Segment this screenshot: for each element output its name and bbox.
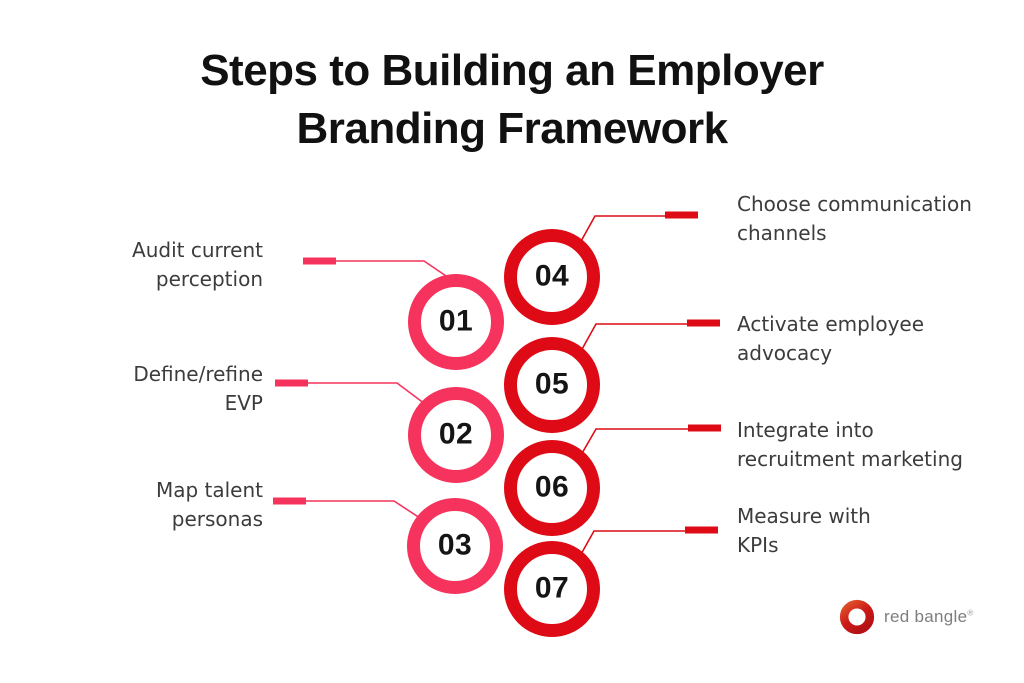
step-07-number: 07 (534, 571, 570, 605)
connector-step-02 (275, 379, 430, 408)
step-01-circle (408, 274, 504, 370)
label-line: KPIs (737, 533, 779, 557)
step-07-label: Measure with KPIs (737, 502, 871, 560)
step-07-circle (504, 541, 600, 637)
label-line: perception (155, 267, 263, 291)
label-line: EVP (224, 391, 263, 415)
label-line: Choose communication (737, 192, 972, 216)
title-line-1: Steps to Building an Employer (200, 46, 824, 95)
label-line: Integrate into (737, 418, 874, 442)
step-02-label: Define/refine EVP (133, 360, 263, 418)
label-line: personas (171, 507, 263, 531)
step-02-number: 02 (438, 417, 474, 451)
title-line-2: Branding Framework (296, 104, 728, 153)
label-line: Measure with (737, 504, 871, 528)
registered-mark: ® (967, 608, 974, 618)
label-line: recruitment marketing (737, 447, 963, 471)
step-03-label: Map talent personas (156, 476, 263, 534)
step-04-label: Choose communication channels (737, 190, 972, 248)
step-03-number: 03 (437, 528, 473, 562)
step-02-circle (408, 387, 504, 483)
step-01-number: 01 (438, 304, 474, 338)
step-06-label: Integrate into recruitment marketing (737, 416, 963, 474)
step-05-circle (504, 337, 600, 433)
connector-step-06 (580, 424, 721, 456)
connector-step-03 (273, 497, 427, 523)
page-title: Steps to Building an Employer Branding F… (0, 42, 1024, 158)
step-04-number: 04 (534, 259, 570, 293)
connector-step-01 (303, 257, 453, 281)
label-line: advocacy (737, 341, 833, 365)
label-line: channels (737, 221, 827, 245)
red-bangle-ring-icon (839, 599, 875, 635)
step-06-number: 06 (534, 470, 570, 504)
label-line: Audit current (132, 238, 263, 262)
connector-step-05 (580, 319, 720, 352)
label-line: Map talent (155, 478, 263, 502)
step-01-label: Audit current perception (132, 236, 263, 294)
step-04-circle (504, 229, 600, 325)
brand-logo: red bangle® (838, 598, 974, 636)
step-05-number: 05 (534, 367, 570, 401)
step-06-circle (504, 440, 600, 536)
label-line: Activate employee (737, 312, 925, 336)
brand-name: red bangle® (884, 607, 974, 626)
step-05-label: Activate employee advocacy (737, 310, 924, 368)
connector-step-07 (579, 526, 718, 557)
step-03-circle (407, 498, 503, 594)
connector-step-04 (579, 211, 698, 244)
label-line: Define/refine (133, 362, 263, 386)
